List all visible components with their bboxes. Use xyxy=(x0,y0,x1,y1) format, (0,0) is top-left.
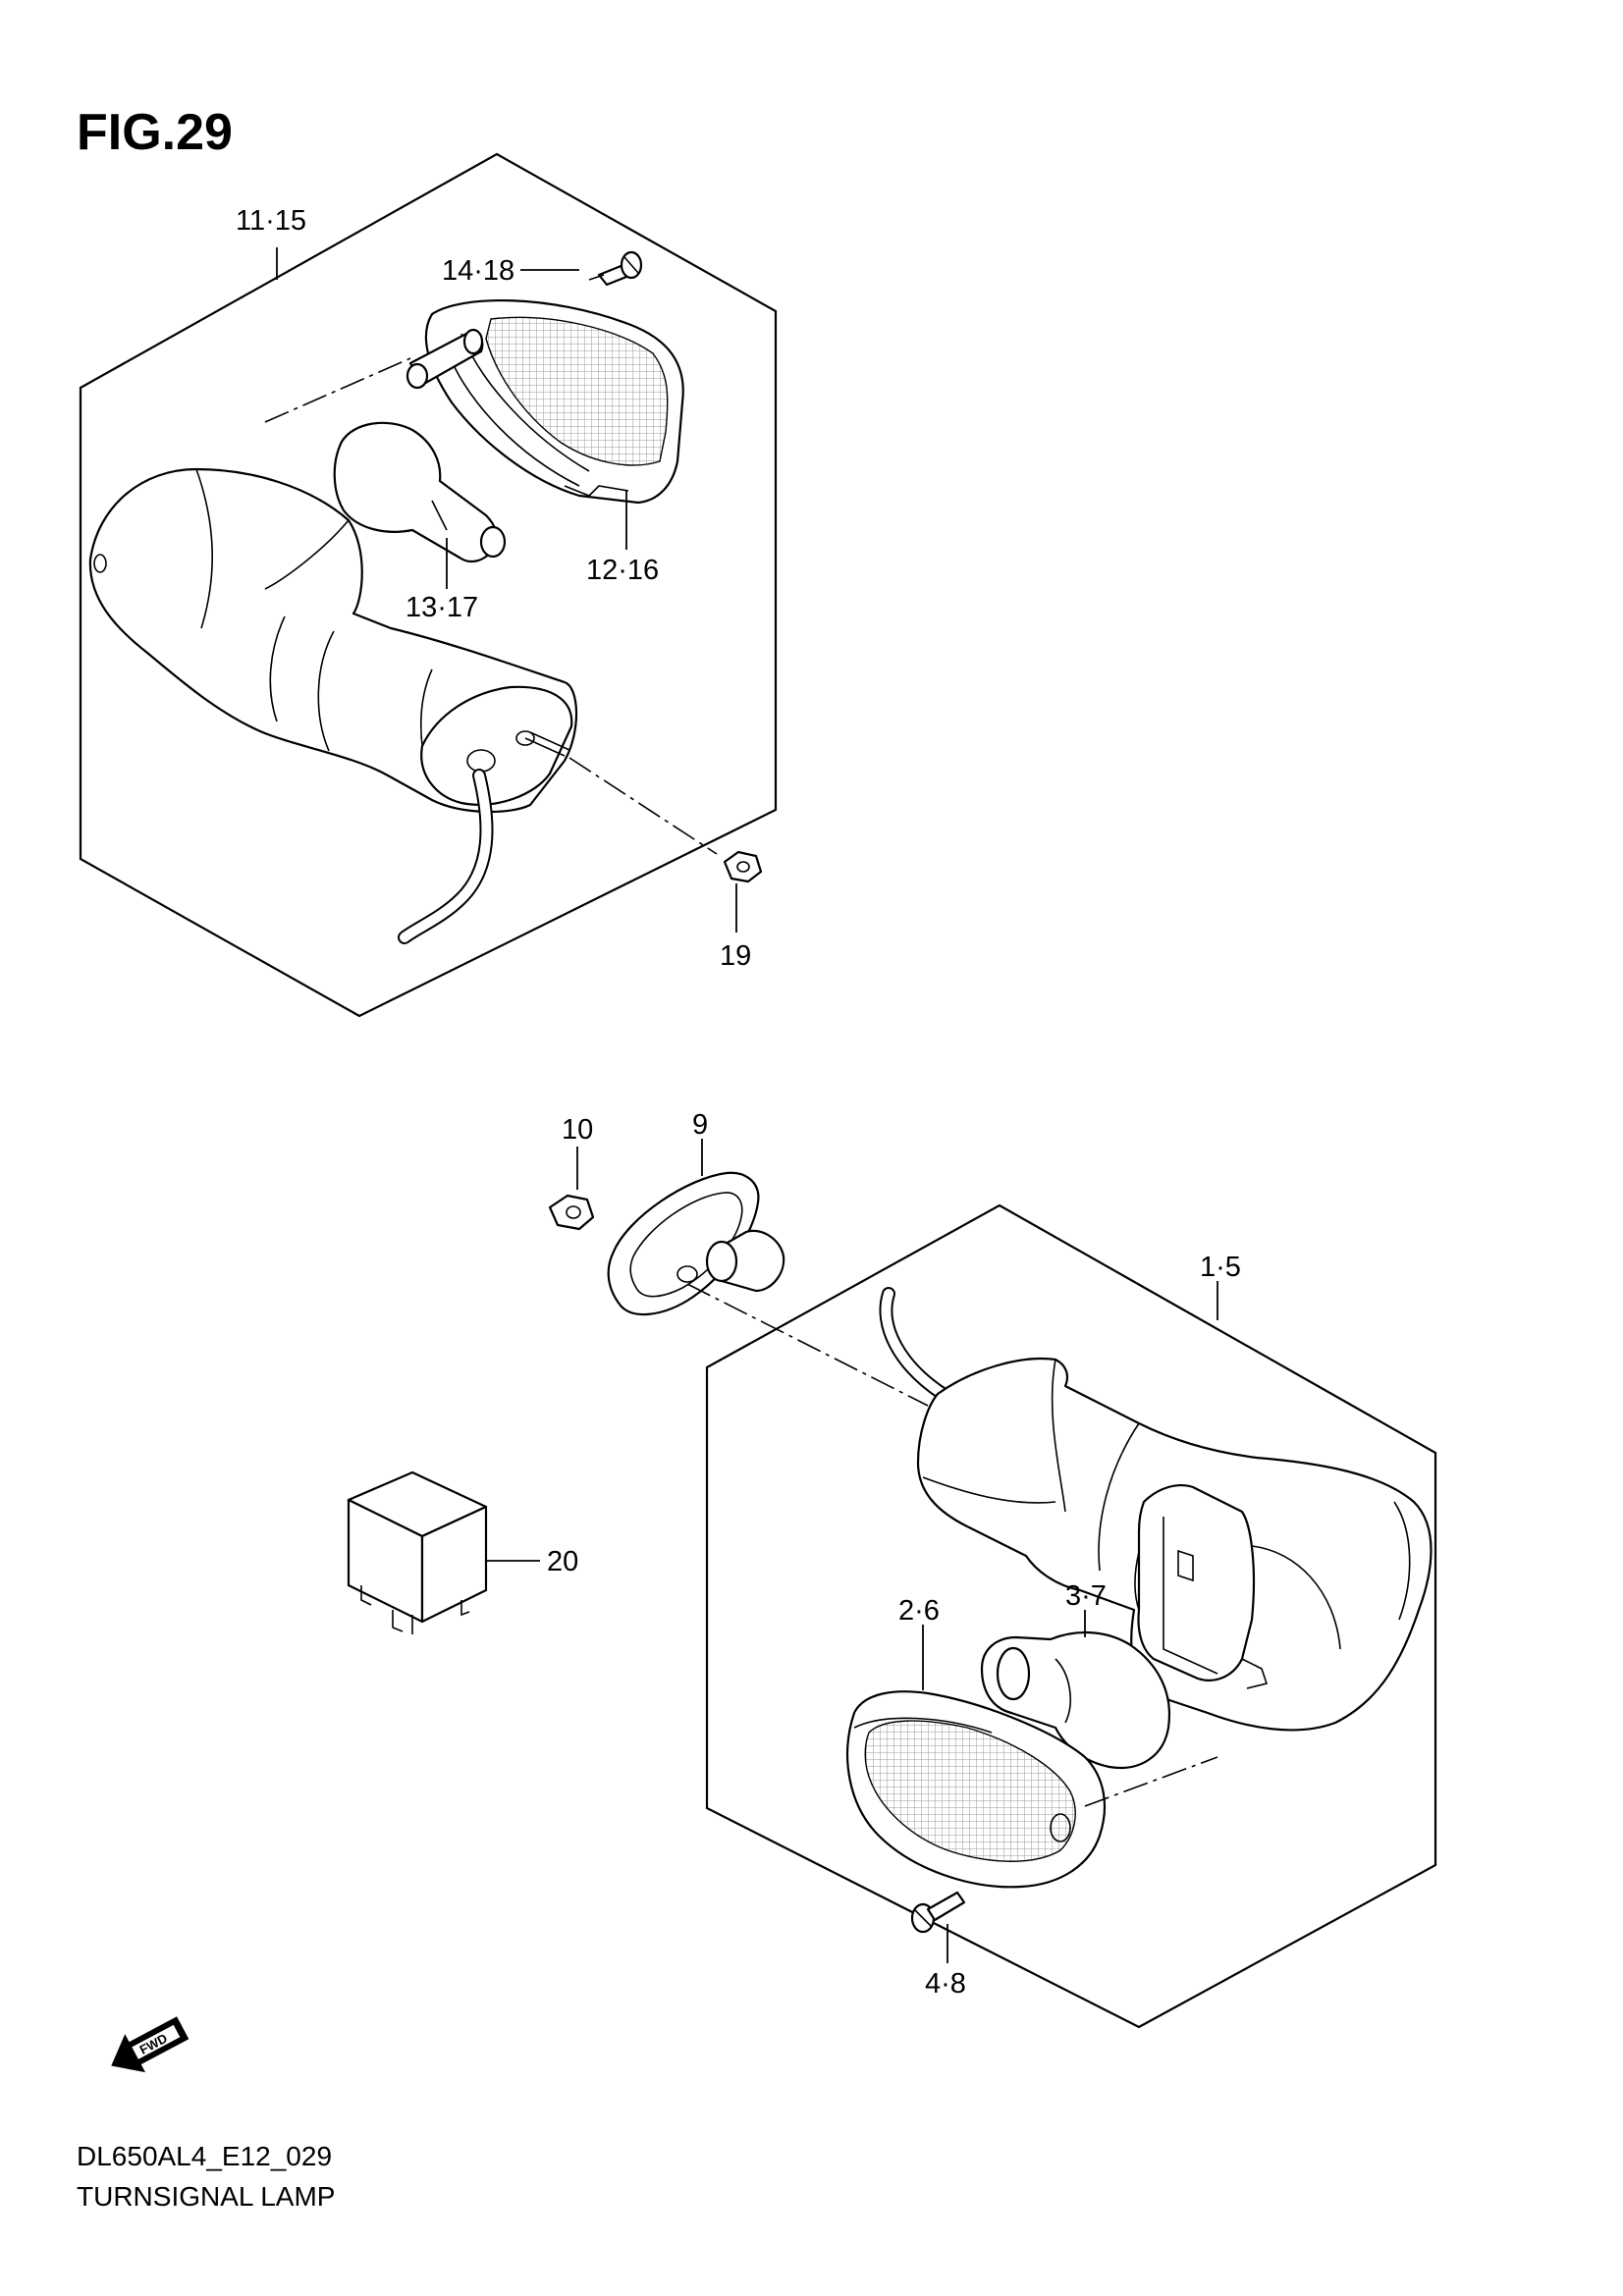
relay xyxy=(347,1470,540,1634)
callout-upper-screw: 14·18 xyxy=(442,255,514,287)
upper-screw xyxy=(588,250,643,287)
figure-title: FIG.29 xyxy=(77,104,233,161)
callout-lower-screw: 4·8 xyxy=(925,1968,966,2000)
gasket xyxy=(607,1139,785,1316)
model-code: DL650AL4_E12_029 xyxy=(77,2141,332,2171)
upper-assembly-frame xyxy=(79,152,778,1018)
callout-nut: 10 xyxy=(562,1114,593,1146)
upper-nut xyxy=(723,850,763,883)
lower-nut xyxy=(548,1147,595,1231)
fwd-arrow-icon: FWD xyxy=(111,2016,189,2073)
callout-lower-lens: 2·6 xyxy=(898,1595,940,1627)
callout-relay: 20 xyxy=(547,1546,578,1577)
callout-upper-bulb: 13·17 xyxy=(406,592,478,623)
callout-lower-assembly: 1·5 xyxy=(1200,1252,1241,1283)
callout-gasket: 9 xyxy=(692,1109,708,1141)
callout-lower-bulb: 3·7 xyxy=(1065,1580,1107,1612)
callout-upper-assembly: 11·15 xyxy=(236,205,306,237)
callout-upper-lens: 12·16 xyxy=(586,555,659,586)
lower-assembly-frame xyxy=(705,1203,1437,2029)
lower-lamp-housing xyxy=(916,1358,1433,1732)
lower-screw xyxy=(910,1891,966,1963)
figure-caption: TURNSIGNAL LAMP xyxy=(77,2181,335,2212)
lower-bulb xyxy=(980,1610,1170,1770)
callout-upper-nut: 19 xyxy=(720,940,751,972)
upper-assembly-group xyxy=(79,152,778,1018)
upper-lamp-housing xyxy=(88,467,578,814)
upper-lens-boss xyxy=(406,328,484,390)
lower-assembly-group xyxy=(686,1203,1437,2029)
lower-lens xyxy=(846,1625,1107,1889)
upper-lens xyxy=(424,298,684,505)
upper-bulb xyxy=(333,421,507,563)
